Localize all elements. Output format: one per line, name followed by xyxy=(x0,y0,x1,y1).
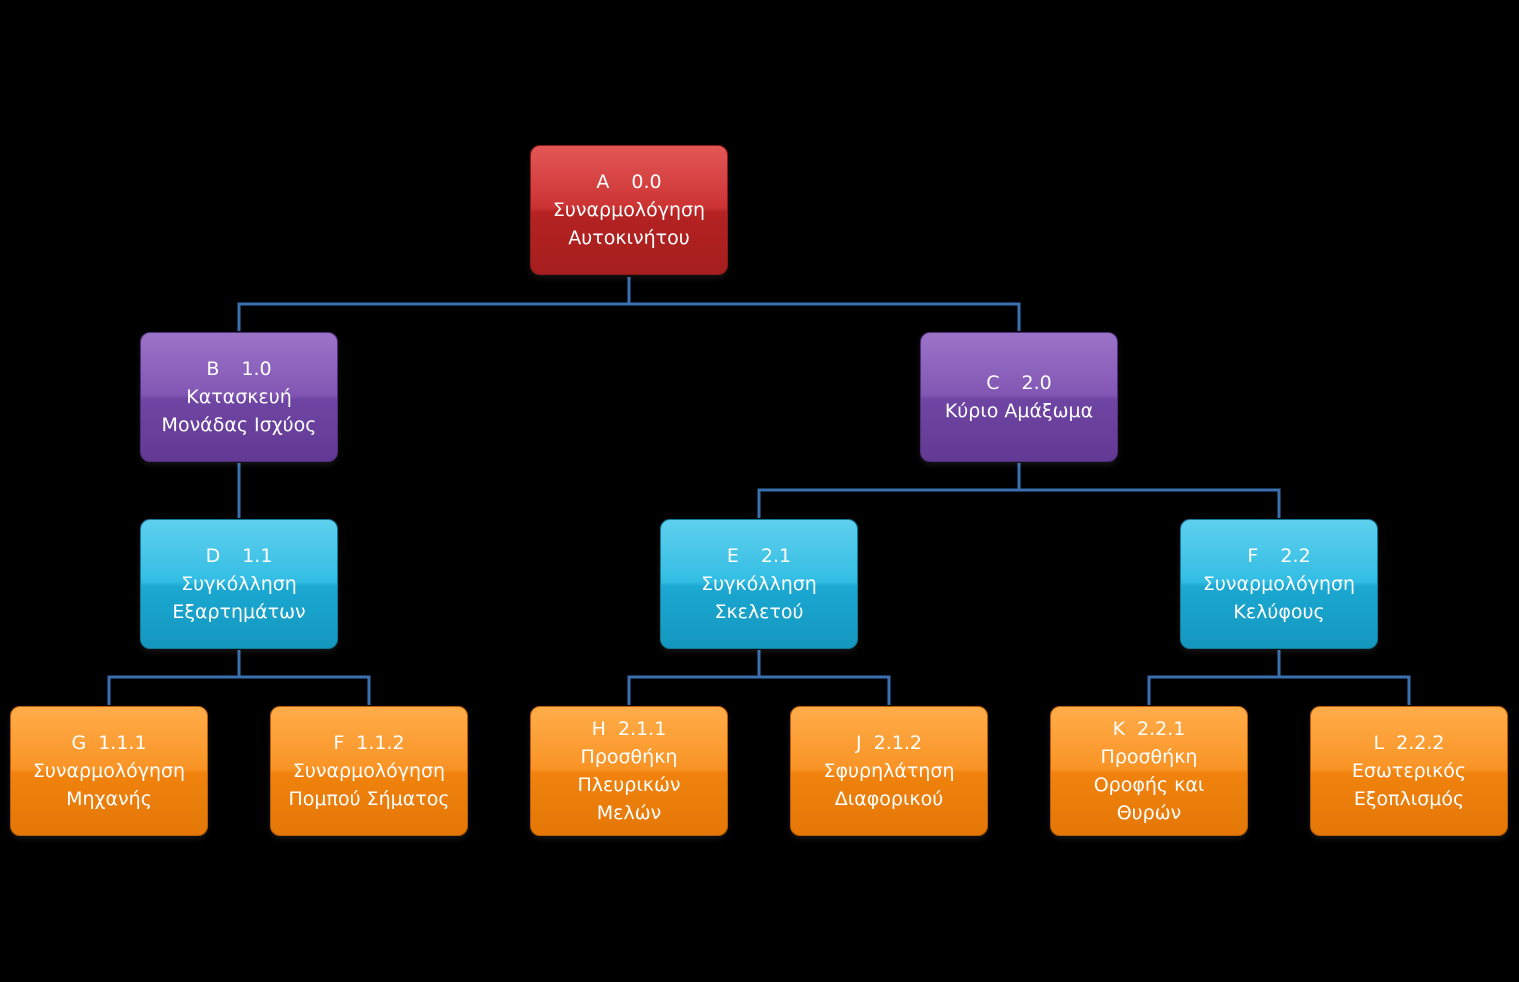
node-f-1-1-2-line1: Συναρμολόγηση xyxy=(292,760,446,782)
connector-e-bar xyxy=(627,675,891,705)
node-g-line2: Μηχανής xyxy=(66,788,152,810)
connector-d-bar xyxy=(107,675,371,705)
node-j-line2: Διαφορικού xyxy=(834,788,944,810)
node-d-line2: Εξαρτημάτων xyxy=(172,601,306,623)
node-k-line2: Οροφής και xyxy=(1093,774,1205,796)
node-e-line2: Σκελετού xyxy=(714,601,804,623)
node-b-line2: Μονάδας Ισχύος xyxy=(161,414,317,436)
node-g-line1: Συναρμολόγηση xyxy=(32,760,186,782)
node-k-line3: Θυρών xyxy=(1116,802,1182,824)
node-h-line3: Μελών xyxy=(596,802,662,824)
connector-c-bar xyxy=(757,488,1281,518)
node-b-line1: Κατασκευή xyxy=(186,386,292,408)
node-f-1-1-2-line2: Πομπού Σήματος xyxy=(288,788,450,810)
node-l-line2: Εξοπλισμός xyxy=(1353,788,1465,810)
node-j-line1: Σφυρηλάτηση xyxy=(823,760,955,782)
node-h-line2: Πλευρικών xyxy=(577,774,681,796)
connector-f-bar xyxy=(1147,675,1411,705)
node-f-2-2-line2: Κελύφους xyxy=(1233,601,1325,623)
node-d-line1: Συγκόλληση xyxy=(181,573,297,595)
node-f-2-2-line1: Συναρμολόγηση xyxy=(1202,573,1356,595)
node-e-line1: Συγκόλληση xyxy=(701,573,817,595)
node-l-line1: Εσωτερικός xyxy=(1351,760,1467,782)
node-a-line2: Αυτοκινήτου xyxy=(568,227,690,249)
node-h-line1: Προσθήκη xyxy=(580,746,678,768)
node-k-line1: Προσθήκη xyxy=(1100,746,1198,768)
node-c-line1: Κύριο Αμάξωμα xyxy=(944,400,1094,422)
connector-level1-bar xyxy=(237,302,1021,331)
node-a-line1: Συναρμολόγηση xyxy=(552,199,706,221)
